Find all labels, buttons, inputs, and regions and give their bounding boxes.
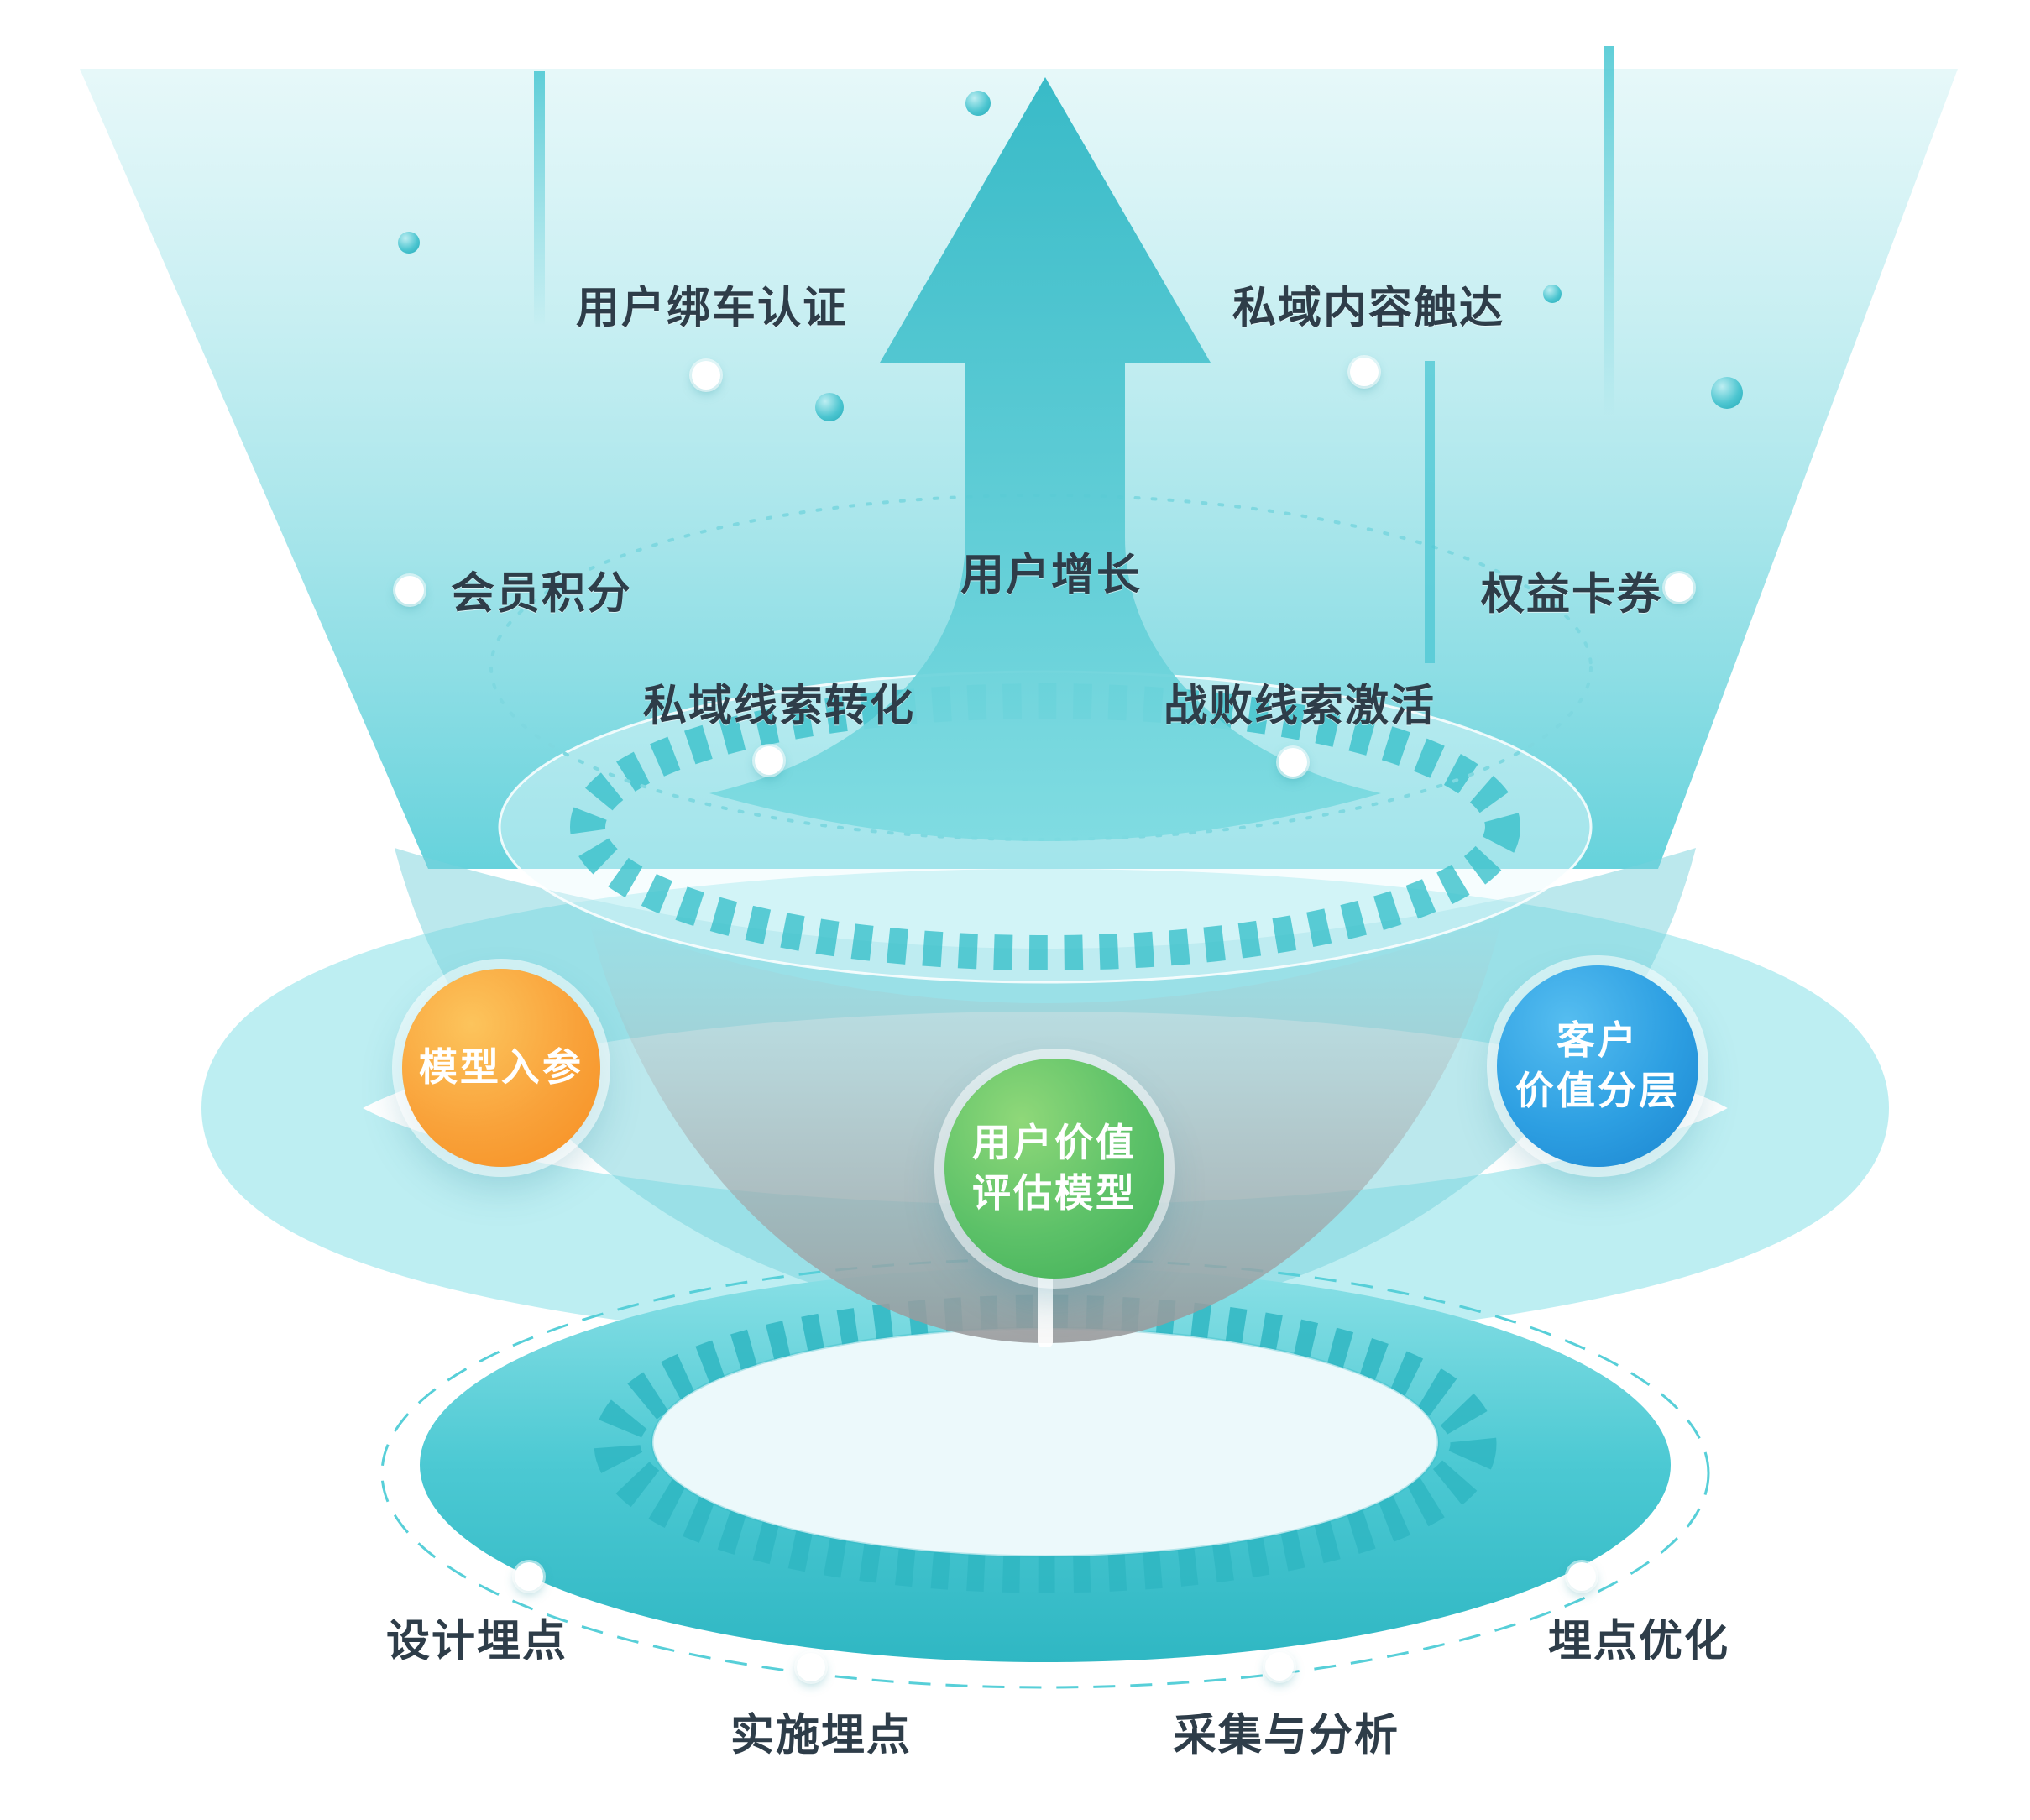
marker-dot-optimize: [1567, 1562, 1596, 1591]
bubble-icon: [398, 232, 420, 254]
bubble-icon: [965, 91, 991, 116]
beam-mid-right: [1425, 361, 1435, 663]
label-step-implement: 实施埋点: [730, 1710, 913, 1761]
label-binding-auth: 用户绑车认证: [575, 283, 849, 334]
marker-dot-implement: [797, 1653, 825, 1681]
label-private-lead-conversion: 私域线索转化: [642, 681, 916, 732]
marker-dot-binding-auth: [692, 361, 720, 390]
beam-right: [1604, 46, 1614, 416]
label-user-growth: 用户增长: [960, 550, 1143, 601]
node-customer-value-tiers-line1: 客户: [1557, 1017, 1639, 1064]
node-user-value-model-line2: 评估模型: [972, 1170, 1137, 1216]
bubble-icon: [1711, 377, 1743, 409]
growth-arrow: [709, 77, 1381, 841]
platter-hole: [651, 1326, 1440, 1558]
bubble-icon: [815, 393, 844, 421]
platter-dashed-outline: [380, 1258, 1710, 1689]
node-model-input: 模型入参: [402, 969, 600, 1167]
marker-dot-lost-lead: [1279, 748, 1307, 777]
node-user-value-model: 用户价值 评估模型: [944, 1059, 1164, 1279]
marker-dot-private-content: [1350, 358, 1379, 386]
label-step-optimize: 埋点优化: [1547, 1616, 1730, 1667]
node-customer-value-tiers: 客户 价值分层: [1497, 965, 1698, 1167]
marker-dot-private-lead: [755, 746, 783, 775]
marker-dot-design: [515, 1562, 543, 1591]
label-member-points: 会员积分: [450, 568, 633, 620]
label-lost-lead-activation: 战败线索激活: [1163, 681, 1436, 732]
bubble-icon: [1543, 285, 1562, 303]
label-private-content-reach: 私域内容触达: [1232, 283, 1505, 334]
node-model-input-label: 模型入参: [419, 1044, 583, 1090]
node-user-value-model-line1: 用户价值: [972, 1120, 1137, 1166]
label-rights-coupons: 权益卡券: [1480, 569, 1663, 620]
platter-tick-ring: [594, 1294, 1497, 1593]
marker-dot-collect-analyze: [1265, 1652, 1294, 1681]
label-step-collect-analyze: 采集与分析: [1172, 1710, 1400, 1761]
node-customer-value-tiers-line2: 价值分层: [1515, 1068, 1680, 1113]
label-step-design: 设计埋点: [385, 1616, 568, 1667]
beam-left: [534, 71, 545, 327]
marker-dot-member-points: [395, 576, 424, 604]
marker-dot-rights-coupons: [1665, 573, 1693, 602]
